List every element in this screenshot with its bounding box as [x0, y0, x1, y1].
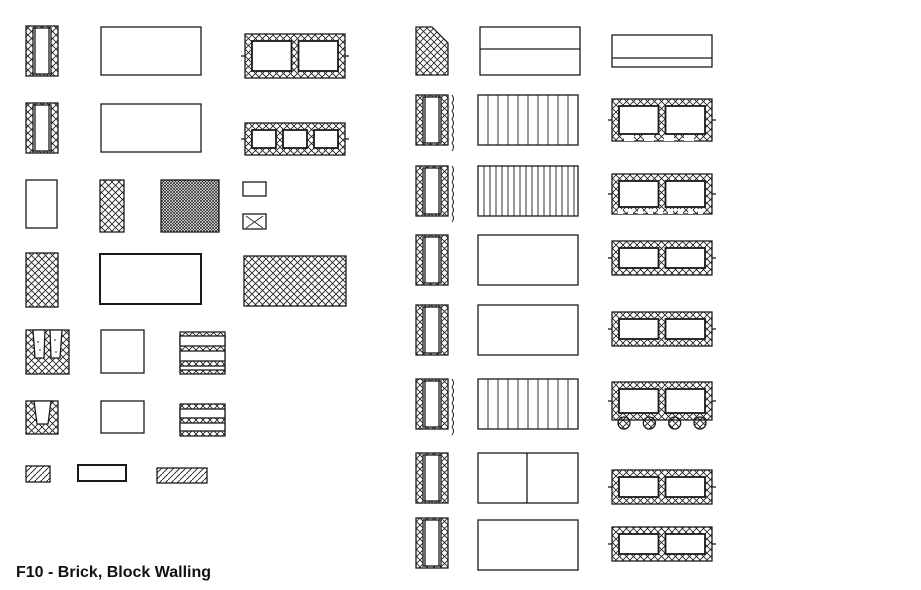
- brick-cross-hatched-2: [25, 252, 59, 308]
- sheet-caption: F10 - Brick, Block Walling: [16, 564, 212, 581]
- small-tie-block: [242, 213, 267, 230]
- brick-elevation-r4: [477, 304, 579, 356]
- ribbed-elevation-1: [477, 94, 579, 146]
- brick-end-section: [25, 179, 58, 229]
- small-diagonal-hatch-1: [25, 465, 51, 483]
- brick-elevation-3: [99, 253, 202, 305]
- hollow-block-r4: [608, 311, 716, 347]
- wall-section-r3: [415, 234, 449, 286]
- wall-section-r4: [415, 304, 449, 356]
- hollow-block-two-cell: [241, 33, 349, 79]
- brick-elevation-thin-split: [611, 34, 713, 68]
- brick-elevation-1: [100, 26, 202, 76]
- brick-elevation-2: [100, 103, 202, 153]
- coursed-block-1: [179, 331, 226, 375]
- hollow-block-r3: [608, 240, 716, 276]
- castellated-hollow-block: [608, 98, 716, 142]
- large-cross-hatched-block: [243, 255, 347, 307]
- coursed-block-2: [179, 403, 226, 437]
- small-diagonal-hatch-2: [156, 467, 208, 484]
- half-block-elevation: [477, 452, 579, 504]
- wall-section-1: [25, 25, 59, 77]
- wall-section-r5: [415, 378, 454, 436]
- channel-block-section: [25, 329, 70, 375]
- brick-elevation-r7: [477, 519, 579, 571]
- wall-section-r7: [415, 517, 449, 569]
- small-block: [242, 181, 267, 197]
- ribbed-elevation-2: [477, 165, 579, 217]
- wall-section-r2: [415, 165, 454, 223]
- brick-cross-hatched: [99, 179, 125, 233]
- ribbed-elevation-3: [477, 378, 579, 430]
- dense-crosshatch-block: [160, 179, 220, 233]
- wall-section-2: [25, 102, 59, 154]
- notched-hollow-block: [608, 173, 716, 215]
- brick-elevation-r3: [477, 234, 579, 286]
- square-elevation-1: [100, 329, 145, 374]
- lugged-hollow-block: [608, 381, 716, 430]
- chamfered-block: [415, 26, 449, 76]
- hollow-block-r7: [608, 526, 716, 562]
- hollow-block-r6: [608, 469, 716, 505]
- hollow-block-three-cell: [241, 122, 349, 156]
- wall-section-r6: [415, 452, 449, 504]
- channel-block-section-2: [25, 400, 59, 435]
- brick-elevation-split: [479, 26, 581, 76]
- wall-section-r1: [415, 94, 454, 152]
- square-elevation-2: [100, 400, 145, 434]
- small-block-elevation: [77, 464, 127, 482]
